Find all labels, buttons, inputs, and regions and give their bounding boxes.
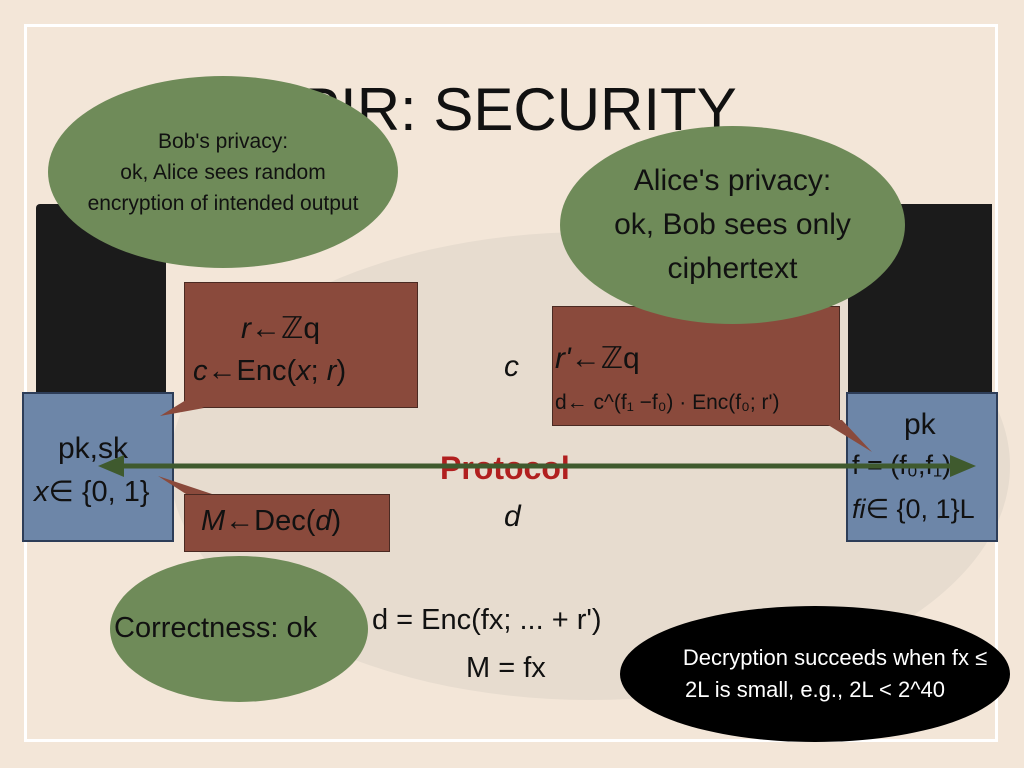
decryption-line-2: 2L is small, e.g., 2L < 2^40 xyxy=(684,677,945,702)
correctness-d-formula: d = Enc(fx; ... + r') xyxy=(372,604,602,636)
bob-compute-box: r'←ℤq d← c^(f₁ −f₀) · Enc(f₀; r') xyxy=(552,306,840,426)
alice-privacy-line-3: ciphertext xyxy=(667,252,798,285)
decryption-line-1: Decryption succeeds when fx ≤ xyxy=(682,645,988,670)
arrow-left-head xyxy=(98,455,124,477)
message-d: d xyxy=(504,500,521,533)
bob-random-line: r'←ℤq xyxy=(555,342,640,375)
alice-encrypt-box: r←ℤq c←Enc(x; r) xyxy=(184,282,418,408)
alice-decrypt-pointer xyxy=(158,476,212,494)
correctness-m-formula: M = fx xyxy=(466,652,546,684)
correctness-label: Correctness: ok xyxy=(114,612,318,644)
bob-entry-label: fi∈ {0, 1}L xyxy=(852,494,975,524)
alice-privacy-bubble: Alice's privacy: ok, Bob sees only ciphe… xyxy=(560,126,905,324)
arrow-right-head xyxy=(950,455,976,477)
bob-privacy-line-1: Bob's privacy: xyxy=(157,129,289,153)
bob-privacy-line-2: ok, Alice sees random xyxy=(120,160,326,184)
alice-decrypt-box: M←Dec(d) xyxy=(184,494,390,552)
correctness-bubble: Correctness: ok xyxy=(110,556,368,702)
random-sampling-line: r←ℤq xyxy=(241,312,321,345)
alice-encrypt-pointer xyxy=(160,400,204,416)
bob-pk-label: pk xyxy=(904,408,936,441)
message-c: c xyxy=(504,350,519,383)
alice-privacy-line-1: Alice's privacy: xyxy=(633,164,832,197)
bob-privacy-bubble: Bob's privacy: ok, Alice sees random enc… xyxy=(48,76,398,268)
bob-privacy-line-3: encryption of intended output xyxy=(87,191,359,215)
slide-frame xyxy=(24,24,998,742)
decrypt-line: M←Dec(d) xyxy=(201,505,342,537)
bob-compute-pointer xyxy=(820,420,872,452)
encrypt-line: c←Enc(x; r) xyxy=(193,355,347,387)
bob-response-line: d← c^(f₁ −f₀) · Enc(f₀; r') xyxy=(555,391,780,414)
alice-input-label: x∈ {0, 1} xyxy=(34,476,150,508)
decryption-bubble: Decryption succeeds when fx ≤ 2L is smal… xyxy=(620,606,1010,742)
alice-privacy-line-2: ok, Bob sees only xyxy=(614,208,851,241)
